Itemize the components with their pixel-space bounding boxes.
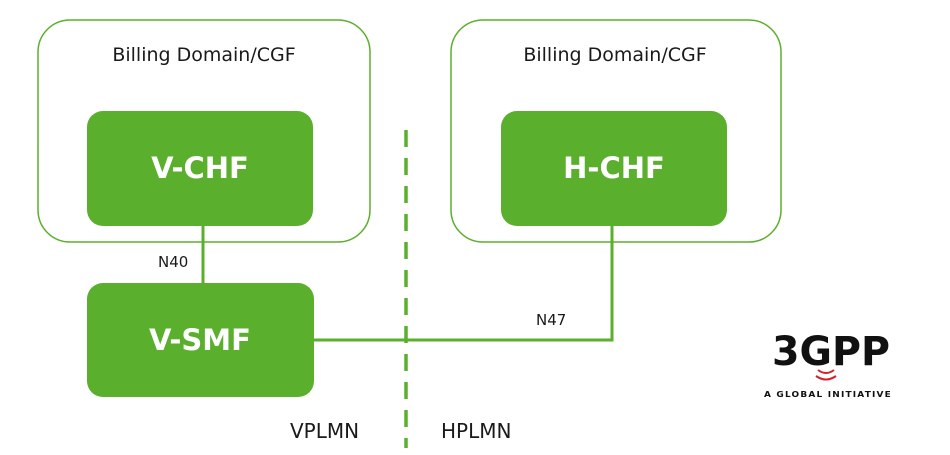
n40-label: N40 [158,253,188,271]
h-chf-label: H-CHF [563,151,665,185]
h-chf-node: H-CHF [501,111,727,226]
v-chf-label: V-CHF [151,151,249,185]
n47-connection [314,226,614,342]
v-smf-label: V-SMF [149,323,251,357]
v-chf-node: V-CHF [87,111,313,226]
3gpp-logo-swoosh [817,369,835,374]
3gpp-logo: 3GPP A GLOBAL INITIATIVE [764,329,892,399]
3gpp-logo-tagline: A GLOBAL INITIATIVE [764,390,892,399]
v-smf-box [87,283,314,397]
n47-label: N47 [536,311,566,329]
h-chf-box [501,111,727,226]
billing-domain-right-title: Billing Domain/CGF [523,44,706,66]
v-smf-node: V-SMF [87,283,314,397]
billing-domain-right-box [450,19,782,243]
v-chf-box [87,111,313,226]
hplmn-label: HPLMN [441,419,511,443]
billing-domain-right: Billing Domain/CGF [450,19,782,243]
billing-domain-left-title: Billing Domain/CGF [112,44,295,66]
3gpp-logo-wordmark: 3GPP [772,329,890,375]
3gpp-logo-swoosh-2 [815,375,837,381]
vplmn-label: VPLMN [290,419,359,443]
